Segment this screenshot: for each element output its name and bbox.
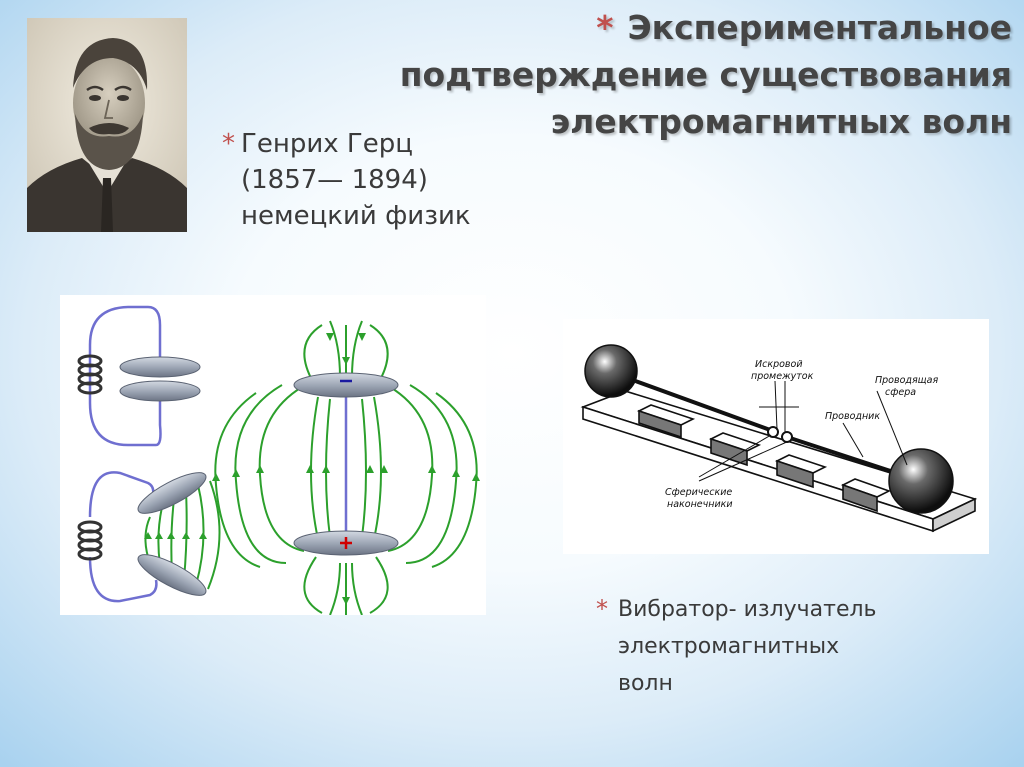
vibrator-caption: * Вибратор- излучатель электромагнитных … [596, 591, 877, 702]
title-line-3: электромагнитных волн [550, 102, 1012, 141]
caption-line-3: волн [618, 671, 673, 696]
bio-role: немецкий физик [241, 201, 471, 231]
label-tips-1: Сферические [665, 487, 732, 498]
coil-top [77, 354, 103, 395]
hertz-vibrator-diagram: Искровой промежуток Проводящая сфера Про… [563, 319, 989, 554]
hertz-portrait [27, 18, 187, 232]
label-gap-1: Искровой [755, 359, 803, 370]
slide-title: *Экспериментальное подтверждение существ… [292, 4, 1012, 145]
title-line-2: подтверждение существования [399, 55, 1012, 94]
label-tips-2: наконечники [667, 499, 733, 510]
bio-name: Генрих Герц [241, 129, 413, 159]
label-sphere-1: Проводящая [875, 375, 938, 386]
label-gap-2: промежуток [751, 371, 814, 382]
dipole-field-diagram [60, 295, 486, 615]
label-wire: Проводник [825, 411, 880, 422]
bio-bullet-icon: * [222, 129, 235, 159]
title-line-1: *Экспериментальное [596, 8, 1012, 47]
title-bullet-icon: * [596, 8, 614, 47]
caption-line-1: Вибратор- излучатель [618, 597, 877, 622]
label-sphere-2: сфера [885, 387, 916, 398]
caption-line-2: электромагнитных [618, 634, 840, 659]
bio-years: (1857— 1894) [241, 165, 428, 195]
caption-bullet-icon: * [596, 595, 608, 623]
bio-block: * Генрих Герц (1857— 1894) немецкий физи… [222, 126, 471, 234]
